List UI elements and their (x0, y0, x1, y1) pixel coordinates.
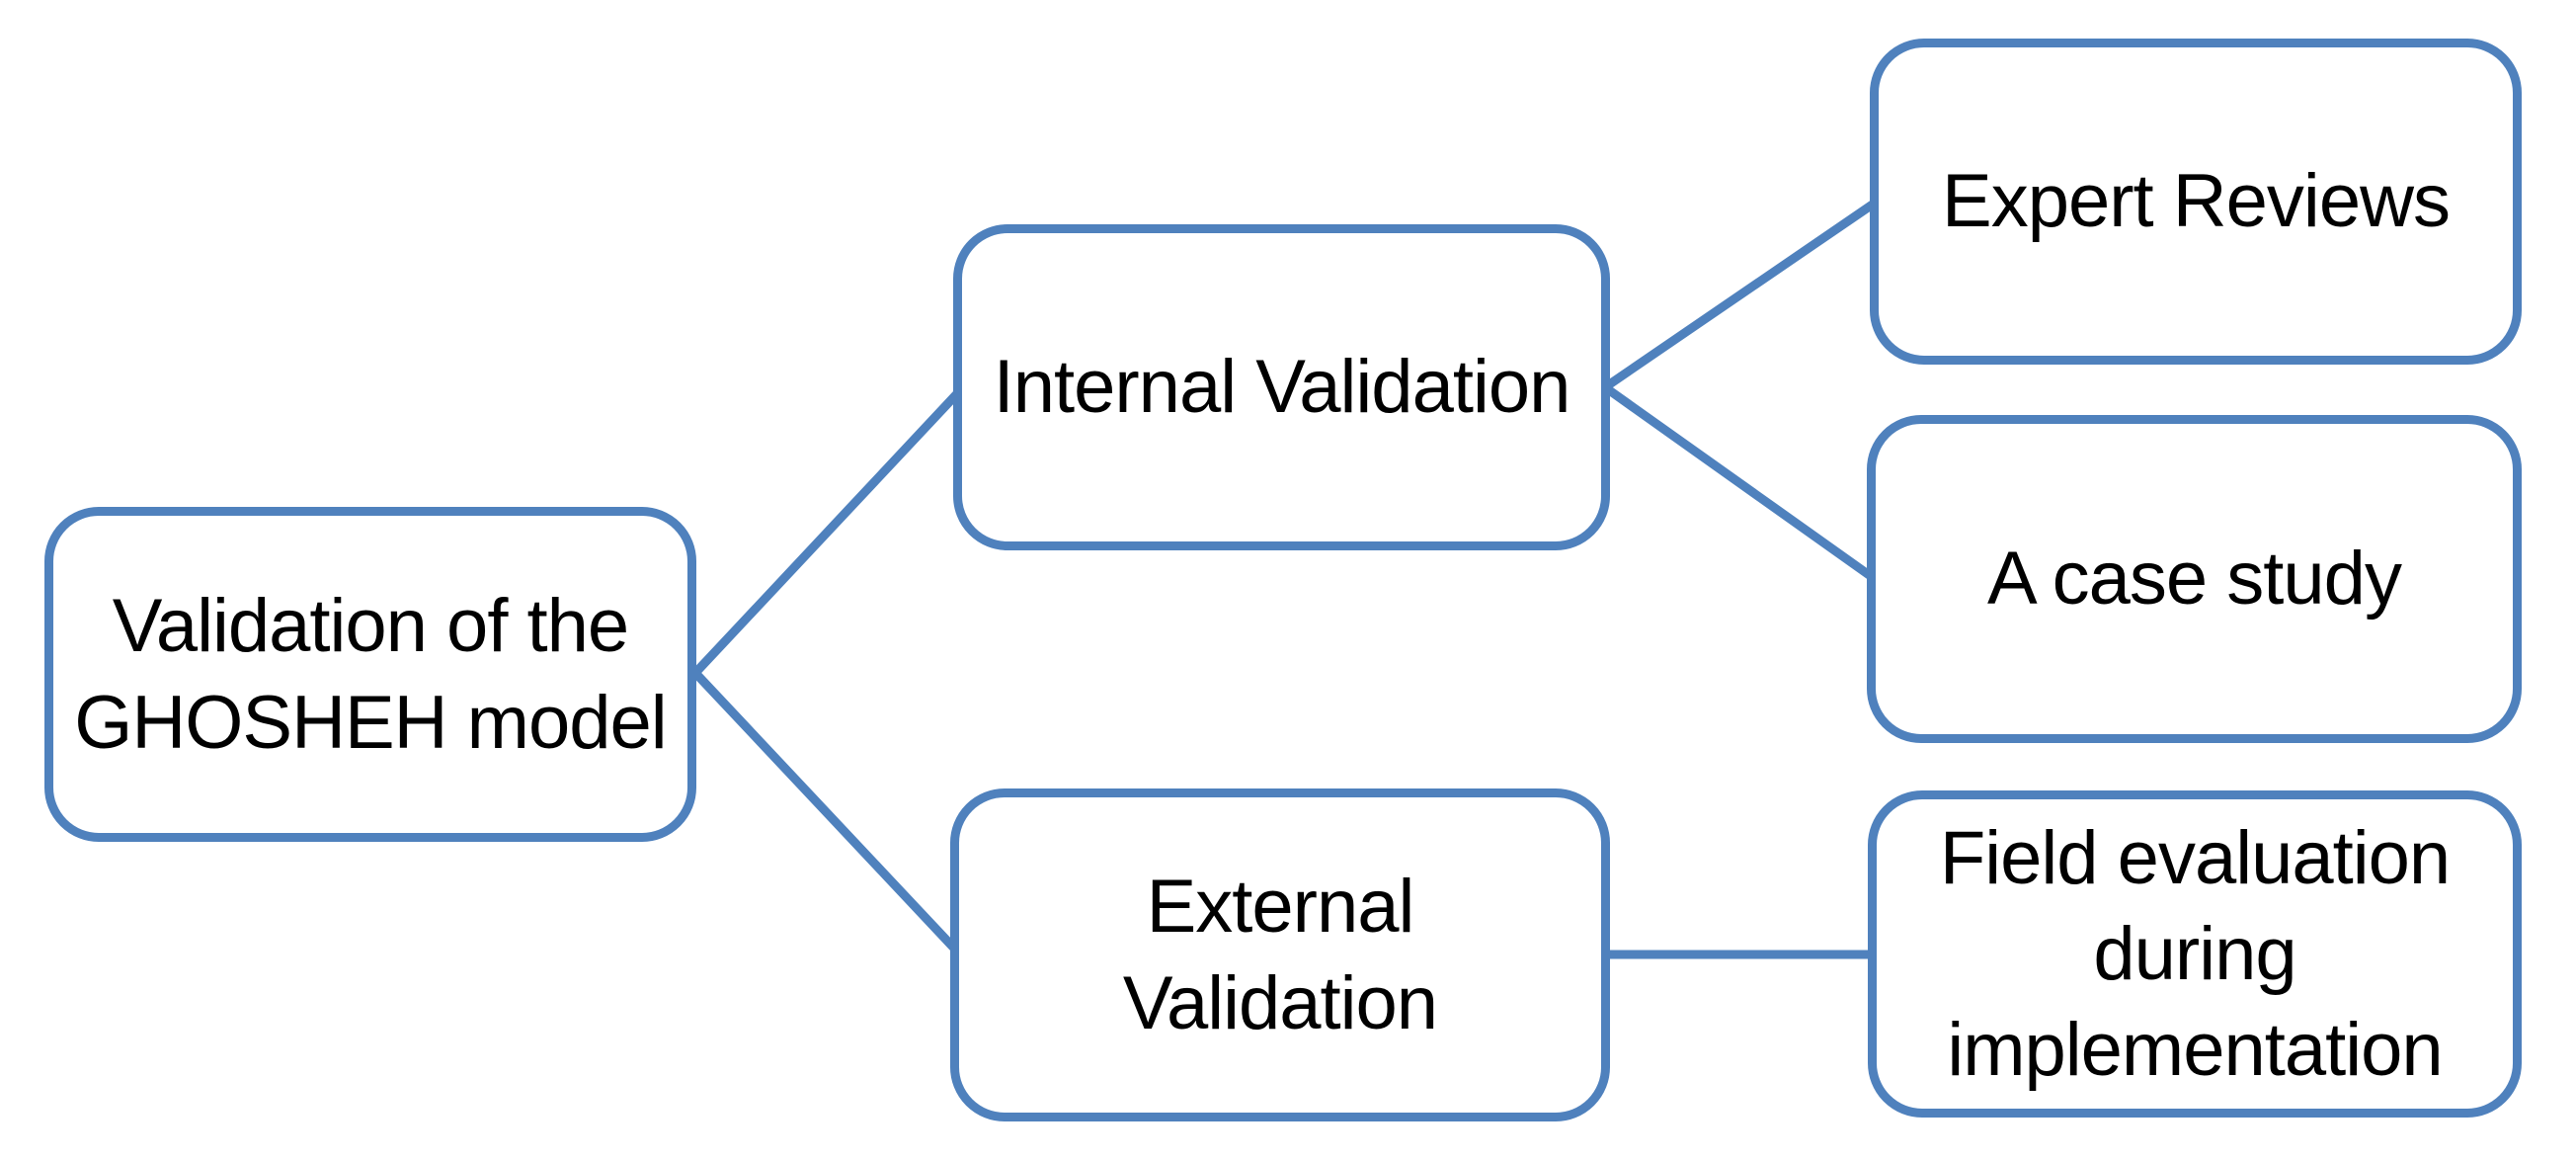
node-validation-of-ghosheh-model: Validation of the GHOSHEH model (44, 507, 696, 842)
connector-internal-expert (1600, 197, 1882, 392)
connector-root-internal (690, 382, 968, 678)
node-label-field-evaluation: Field evaluation during implementation (1939, 815, 2451, 1093)
node-label-internal-validation: Internal Validation (993, 345, 1571, 430)
connector-root-external (690, 668, 965, 959)
node-label-expert-reviews: Expert Reviews (1942, 159, 2451, 244)
node-expert-reviews: Expert Reviews (1870, 39, 2522, 365)
node-internal-validation: Internal Validation (953, 224, 1610, 550)
node-field-evaluation: Field evaluation during implementation (1868, 790, 2522, 1118)
node-label-case-study: A case study (1987, 537, 2402, 622)
node-external-validation: External Validation (950, 788, 1610, 1121)
node-case-study: A case study (1867, 415, 2522, 743)
node-label-root: Validation of the GHOSHEH model (74, 584, 667, 765)
node-label-external-validation: External Validation (1122, 865, 1438, 1045)
connector-internal-case (1600, 382, 1880, 584)
